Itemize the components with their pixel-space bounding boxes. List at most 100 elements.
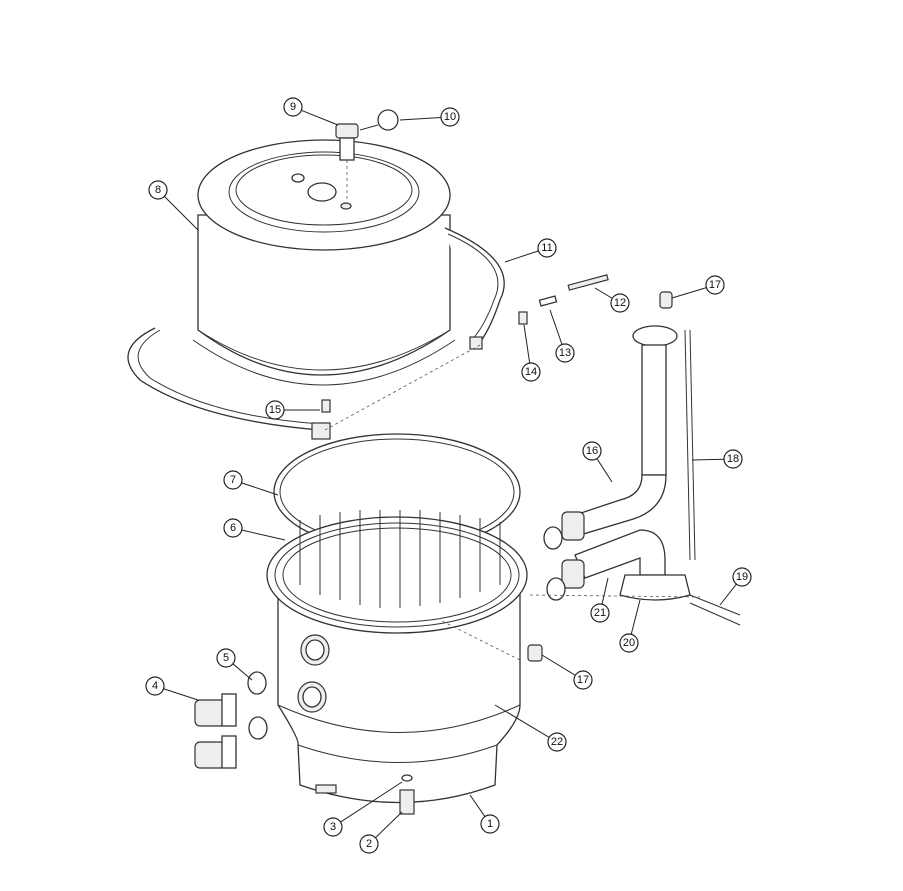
callout-17: 17	[541, 654, 593, 690]
callout-circle	[582, 441, 602, 461]
callout-circle	[145, 676, 165, 696]
callout-label: 4	[152, 680, 158, 692]
callout-label: 21	[594, 607, 606, 619]
leader-line	[163, 688, 199, 701]
callout-1: 1	[469, 794, 500, 834]
callout-4: 4	[145, 676, 199, 701]
leader-line	[241, 529, 286, 541]
callout-label: 17	[709, 279, 721, 291]
callout-label: 5	[223, 652, 229, 664]
callout-circle	[283, 97, 303, 117]
tank-body-part	[266, 510, 528, 804]
callout-circle	[537, 238, 557, 258]
leader-line	[241, 482, 279, 496]
leader-line	[596, 458, 613, 483]
callout-15: 15	[265, 400, 320, 420]
callout-circle	[590, 603, 610, 623]
leader-line	[691, 458, 725, 461]
leader-line	[541, 654, 576, 676]
callout-circle	[223, 470, 243, 490]
callout-label: 12	[614, 297, 626, 309]
leader-line	[523, 324, 531, 364]
drain-parts	[399, 774, 415, 815]
callout-label: 11	[541, 242, 552, 254]
callout-20: 20	[619, 599, 641, 653]
callout-21: 21	[590, 577, 610, 623]
callout-circle	[573, 670, 593, 690]
callout-14: 14	[521, 324, 541, 382]
leader-line	[549, 309, 563, 345]
adapter-parts	[194, 671, 268, 769]
manifold-pipe-parts	[439, 291, 741, 662]
callout-label: 15	[269, 404, 281, 416]
leader-line	[164, 196, 199, 231]
callout-12: 12	[594, 287, 630, 313]
callout-2: 2	[359, 811, 403, 854]
leader-line	[232, 663, 253, 681]
callout-label: 19	[736, 571, 748, 583]
callout-10: 10	[399, 107, 460, 127]
leader-line	[630, 599, 641, 635]
leader-line	[301, 109, 339, 126]
hardware-parts	[321, 274, 609, 413]
leader-line	[671, 287, 707, 299]
callout-label: 2	[366, 838, 372, 850]
callout-circle	[216, 648, 236, 668]
callout-8: 8	[148, 180, 199, 231]
callout-circle	[480, 814, 500, 834]
leader-line	[719, 583, 737, 606]
callout-3: 3	[323, 781, 403, 837]
leader-line	[504, 250, 539, 263]
callout-circle	[547, 732, 567, 752]
pressure-gauge-part	[359, 109, 399, 131]
leader-line	[340, 781, 403, 823]
leader-line	[399, 117, 442, 121]
callout-11: 11	[504, 238, 557, 263]
callout-label: 17	[577, 674, 589, 686]
leader-line	[375, 811, 403, 839]
callout-circle	[148, 180, 168, 200]
callout-label: 6	[230, 522, 236, 534]
callout-circle	[223, 518, 243, 538]
callout-label: 10	[444, 111, 456, 123]
callout-label: 22	[551, 736, 563, 748]
callout-circle	[555, 343, 575, 363]
air-relief-valve-part	[335, 123, 359, 200]
callout-label: 16	[586, 445, 598, 457]
callout-label: 13	[559, 347, 571, 359]
callout-circle	[323, 817, 343, 837]
callout-17: 17	[671, 275, 725, 299]
callout-circle	[265, 400, 285, 420]
callout-9: 9	[283, 97, 339, 126]
callout-5: 5	[216, 648, 253, 681]
callout-label: 1	[487, 818, 493, 830]
callout-circle	[440, 107, 460, 127]
callout-circle	[619, 633, 639, 653]
callout-label: 18	[727, 453, 739, 465]
callout-6: 6	[223, 518, 286, 541]
callout-circle	[732, 567, 752, 587]
callout-circle	[723, 449, 743, 469]
callout-label: 20	[623, 637, 635, 649]
callout-label: 8	[155, 184, 161, 196]
callout-7: 7	[223, 470, 279, 496]
lid-part	[192, 139, 456, 386]
leader-line	[601, 577, 609, 605]
leader-line	[494, 704, 550, 738]
callout-22: 22	[494, 704, 567, 752]
callout-circle	[610, 293, 630, 313]
callout-label: 14	[525, 366, 537, 378]
callout-circle	[521, 362, 541, 382]
callout-circle	[359, 834, 379, 854]
callout-circle	[705, 275, 725, 295]
leader-line	[594, 287, 613, 299]
leader-line	[469, 794, 486, 817]
callout-18: 18	[691, 449, 743, 469]
callout-label: 9	[290, 101, 296, 113]
callout-19: 19	[719, 567, 752, 606]
callout-16: 16	[582, 441, 613, 483]
callout-label: 3	[330, 821, 336, 833]
callout-13: 13	[549, 309, 575, 363]
